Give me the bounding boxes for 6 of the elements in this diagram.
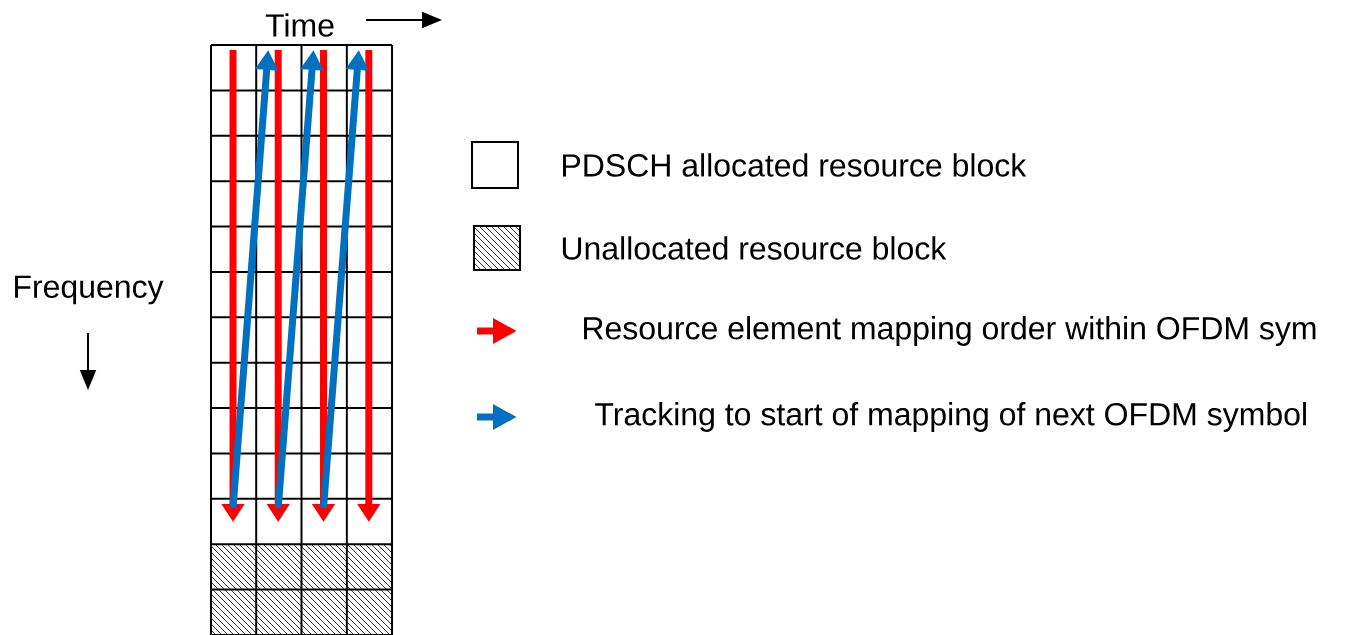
legend-label: PDSCH allocated resource block — [563, 153, 1027, 177]
legend-label: Tracking to start of mapping of next OFDM symbol — [595, 402, 1306, 432]
legend-label: Resource element mapping order within OFDM sym — [584, 316, 1316, 346]
axis-label: Time — [265, 13, 334, 37]
axis-label: Frequency — [15, 275, 164, 305]
legend-label: Unallocated resource block — [562, 236, 947, 260]
